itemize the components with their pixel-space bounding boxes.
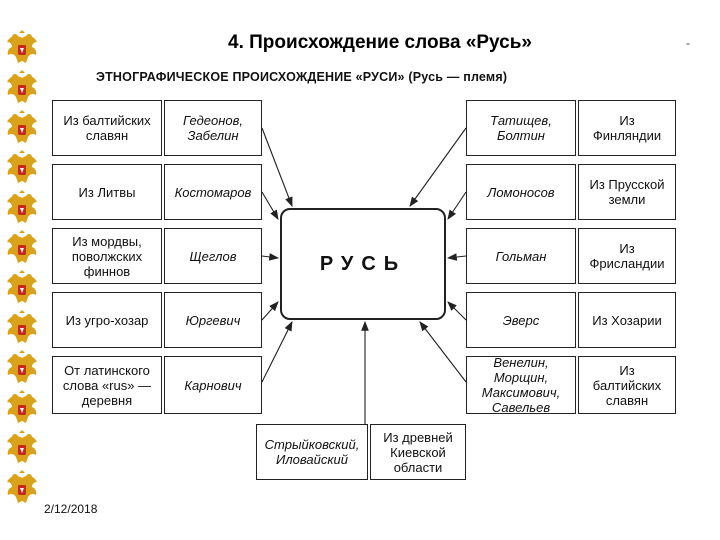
double-headed-eagle-icon	[7, 190, 37, 223]
double-headed-eagle-icon	[7, 230, 37, 263]
left-origin-box-4: Из угро-хозар	[52, 292, 162, 348]
left-origin-box-5: От латинского слова «rus» — деревня	[52, 356, 162, 414]
slide-title: 4. Происхождение слова «Русь»	[228, 32, 532, 53]
right-author-box-4: Эверс	[466, 292, 576, 348]
right-author-box-1: Татищев, Болтин	[466, 100, 576, 156]
right-origin-box-1: Из Финляндии	[578, 100, 676, 156]
double-headed-eagle-icon	[7, 390, 37, 423]
left-author-box-3: Щеглов	[164, 228, 262, 284]
double-headed-eagle-icon	[7, 430, 37, 463]
left-origin-box-1: Из балтийских славян	[52, 100, 162, 156]
bottom-author-box: Стрыйковский, Иловайский	[256, 424, 368, 480]
left-origin-box-2: Из Литвы	[52, 164, 162, 220]
double-headed-eagle-icon	[7, 70, 37, 103]
double-headed-eagle-icon	[7, 310, 37, 343]
arrow-right-2	[447, 191, 467, 220]
double-headed-eagle-icon	[7, 150, 37, 183]
double-headed-eagle-icon	[7, 270, 37, 303]
left-author-box-5: Карнович	[164, 356, 262, 414]
right-origin-box-2: Из Прусской земли	[578, 164, 676, 220]
double-headed-eagle-icon	[7, 30, 37, 63]
slide-date: 2/12/2018	[44, 502, 98, 516]
double-headed-eagle-icon	[7, 470, 37, 503]
arrow-left-5	[261, 321, 293, 383]
right-origin-box-4: Из Хозарии	[578, 292, 676, 348]
arrow-left-2	[261, 191, 279, 220]
double-headed-eagle-icon	[7, 110, 37, 143]
arrow-left-4	[261, 301, 279, 321]
corner-mark: -	[686, 36, 690, 50]
emblem-strip	[0, 30, 46, 510]
arrow-left-3	[261, 253, 280, 261]
bottom-origin-box: Из древней Киевской области	[370, 424, 466, 480]
left-author-box-1: Гедеонов, Забелин	[164, 100, 262, 156]
diagram-subtitle: ЭТНОГРАФИЧЕСКОЕ ПРОИСХОЖДЕНИЕ «РУСИ» (Ру…	[96, 70, 508, 84]
right-origin-box-5: Из балтийских славян	[578, 356, 676, 414]
center-box-rus: РУСЬ	[280, 208, 446, 320]
right-author-box-2: Ломоносов	[466, 164, 576, 220]
arrow-right-5	[419, 321, 467, 383]
left-author-box-4: Юргевич	[164, 292, 262, 348]
double-headed-eagle-icon	[7, 350, 37, 383]
left-origin-box-3: Из мордвы, поволжских финнов	[52, 228, 162, 284]
arrow-left-1	[261, 127, 293, 208]
arrow-right-3	[446, 253, 467, 261]
arrow-right-1	[409, 127, 467, 207]
arrow-right-4	[447, 301, 467, 321]
right-author-box-3: Гольман	[466, 228, 576, 284]
right-origin-box-3: Из Фрисландии	[578, 228, 676, 284]
right-author-box-5: Венелин, Морщин, Максимович, Савельев	[466, 355, 576, 415]
left-author-box-2: Костомаров	[164, 164, 262, 220]
